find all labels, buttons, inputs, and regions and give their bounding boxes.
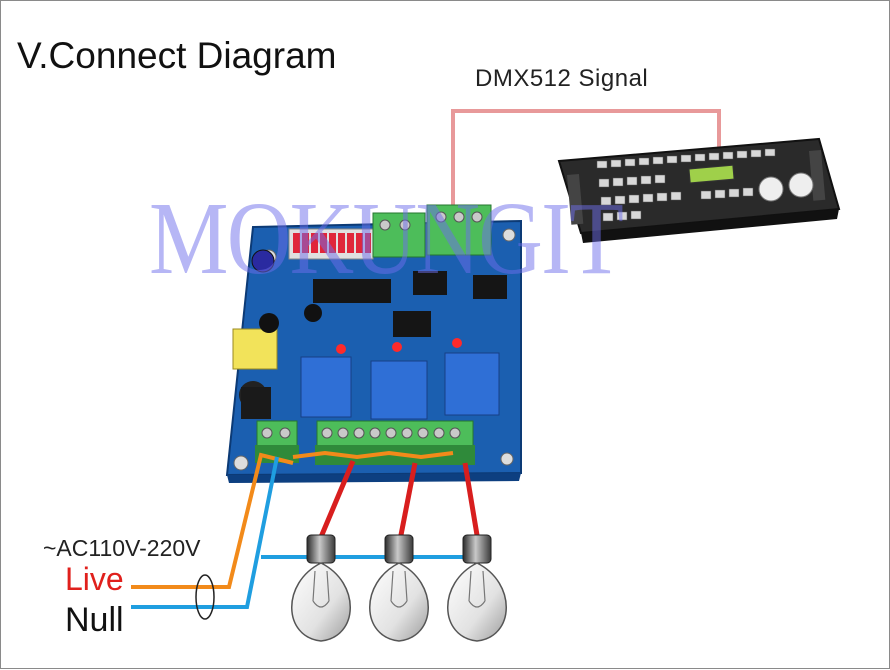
- supply-voltage-label: ~AC110V-220V: [43, 535, 201, 561]
- load-wire-1: [318, 460, 356, 538]
- null-label: Null: [65, 601, 124, 639]
- load-wire-2: [398, 462, 418, 536]
- dmx-controller: [557, 137, 841, 243]
- diagram-title: V.Connect Diagram: [17, 35, 337, 76]
- live-bridge-wire: [292, 450, 454, 460]
- load-wire-3: [462, 462, 480, 536]
- lamp-1: [291, 534, 351, 642]
- dmx-signal-wire: [451, 109, 721, 211]
- relay-controller-board: [225, 204, 522, 483]
- lamp-3: [447, 534, 507, 642]
- live-label: Live: [65, 561, 124, 597]
- cable-bundle-marker: [195, 574, 215, 620]
- null-wire: [131, 456, 279, 609]
- dmx-signal-label: DMX512 Signal: [475, 65, 649, 92]
- lamp-2: [369, 534, 429, 642]
